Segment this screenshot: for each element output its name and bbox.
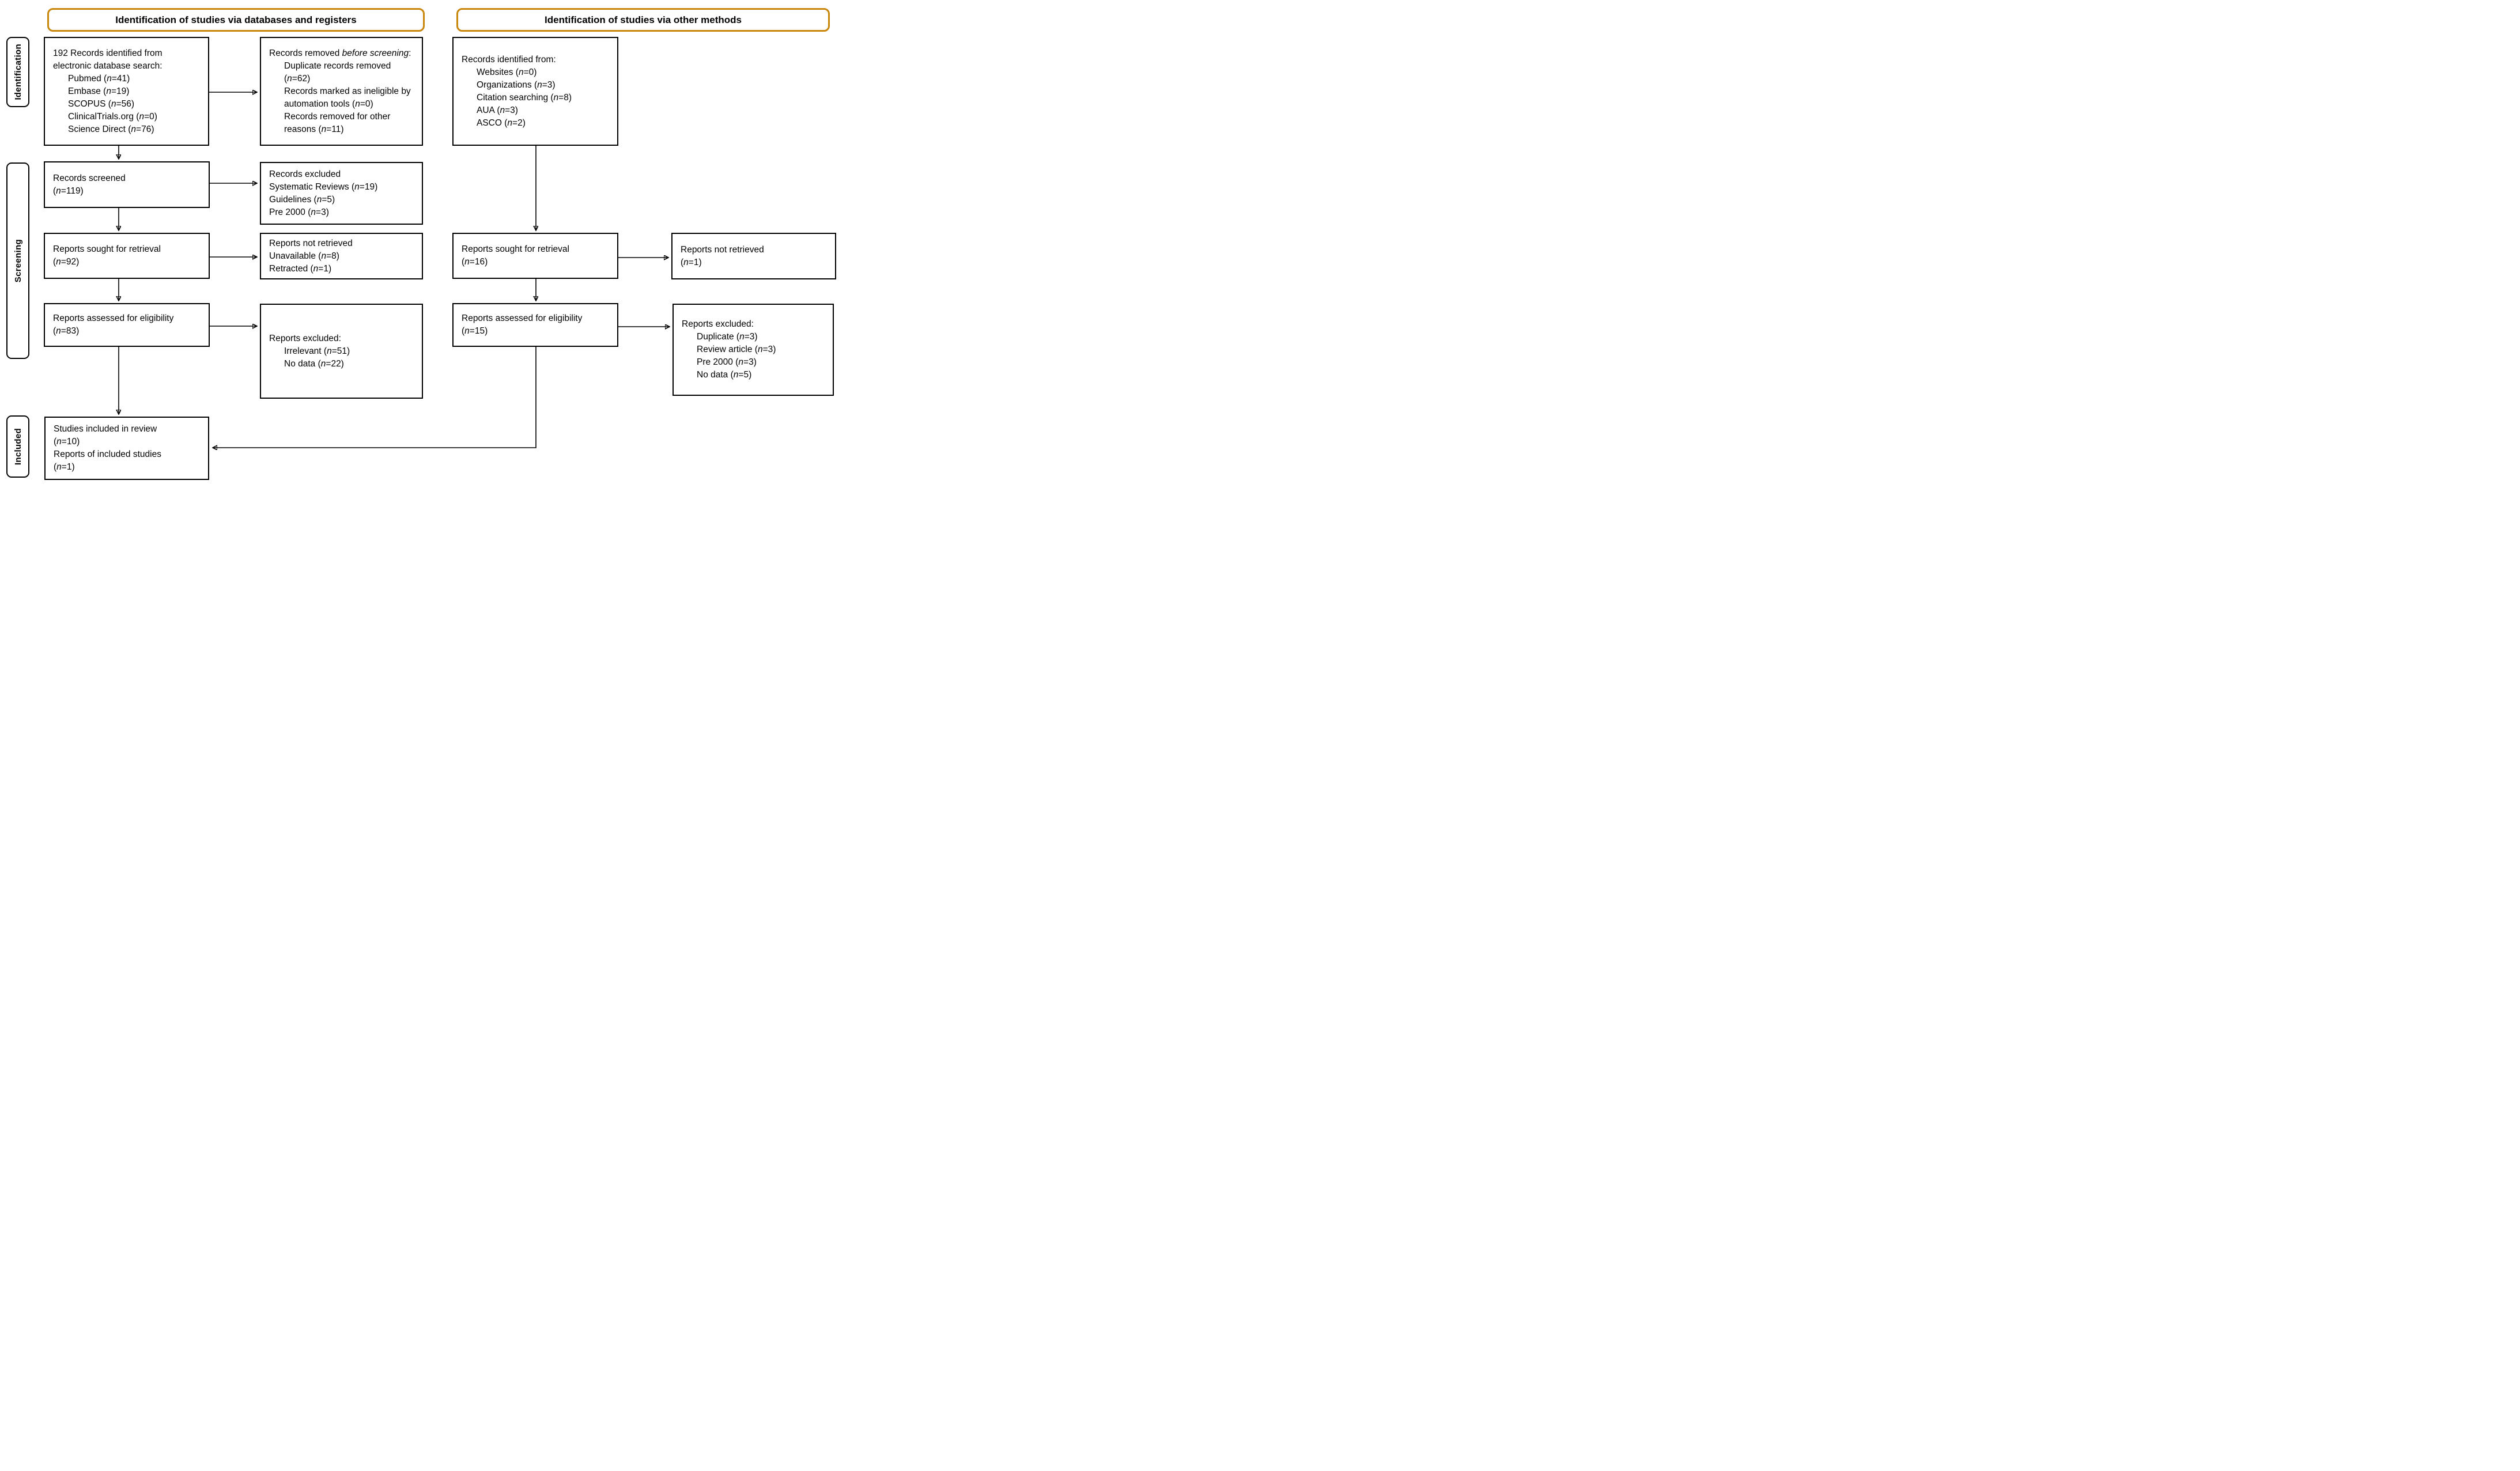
box-line: Records screened: [53, 173, 126, 183]
box-line: Embase (n=19): [68, 86, 130, 96]
box-reports-excluded-other: Reports excluded: Duplicate (n=3) Review a…: [672, 304, 834, 396]
box-line: Reports assessed for eligibility: [462, 313, 583, 323]
box-records-removed-before-screening: Records removed before screening: Duplica…: [260, 37, 423, 146]
box-line: ClinicalTrials.org (n=0): [68, 111, 157, 122]
box-reports-assessed-databases: Reports assessed for eligibility (n=83): [44, 303, 210, 347]
box-line: Reports excluded:: [269, 333, 341, 343]
box-line: Websites (n=0): [477, 67, 537, 77]
box-line: No data (n=22): [284, 358, 344, 369]
box-line: Studies included in review: [54, 424, 157, 434]
box-reports-assessed-other: Reports assessed for eligibility (n=15): [452, 303, 618, 347]
box-studies-included: Studies included in review (n=10) Reports …: [44, 417, 209, 480]
box-line: (n=1): [54, 462, 75, 472]
box-line: (n=10): [54, 437, 80, 447]
box-line: (n=16): [462, 257, 488, 267]
box-line: Reports of included studies: [54, 449, 161, 459]
box-line: (n=1): [681, 257, 702, 267]
box-line: Reports not retrieved: [681, 244, 764, 255]
box-line: Review article (n=3): [697, 345, 776, 354]
box-line: Duplicate (n=3): [697, 332, 758, 342]
box-line: 192 Records identified from: [53, 48, 163, 58]
box-line: (n=119): [53, 186, 84, 196]
box-line: Duplicate records removed (n=62): [284, 60, 391, 84]
box-line: Records marked as ineligible by automati…: [284, 86, 411, 109]
box-line: Pre 2000 (n=3): [697, 357, 757, 367]
box-line: electronic database search:: [53, 60, 163, 71]
stage-label-identification: Identification: [6, 37, 29, 107]
stage-label-screening: Screening: [6, 162, 29, 359]
box-line: Pre 2000 (n=3): [269, 207, 329, 217]
box-line: Citation searching (n=8): [477, 92, 572, 103]
box-reports-sought-other: Reports sought for retrieval (n=16): [452, 233, 618, 279]
box-line: Unavailable (n=8): [269, 251, 339, 261]
header-databases-registers: Identification of studies via databases …: [47, 8, 425, 32]
box-line: Records removed for other reasons (n=11): [284, 111, 391, 134]
box-line: ASCO (n=2): [477, 118, 526, 128]
box-line: Reports not retrieved: [269, 238, 353, 248]
box-line: Reports excluded:: [682, 319, 754, 329]
box-reports-excluded-databases: Reports excluded: Irrelevant (n=51) No dat…: [260, 304, 423, 399]
box-line: Science Direct (n=76): [68, 124, 154, 134]
box-line: (n=92): [53, 257, 80, 267]
box-line: No data (n=5): [697, 370, 752, 380]
box-line: Reports sought for retrieval: [53, 244, 161, 254]
box-line: Systematic Reviews (n=19): [269, 181, 378, 192]
header-other-methods: Identification of studies via other meth…: [456, 8, 830, 32]
box-line: (n=15): [462, 326, 488, 336]
box-records-screened: Records screened (n=119): [44, 161, 210, 208]
box-line: Records excluded: [269, 169, 341, 179]
box-line: Organizations (n=3): [477, 80, 556, 90]
box-line: Retracted (n=1): [269, 263, 332, 274]
box-line: Guidelines (n=5): [269, 194, 335, 205]
box-records-identified-databases: 192 Records identified from electronic da…: [44, 37, 209, 146]
flow-arrows: [0, 0, 840, 490]
box-line: SCOPUS (n=56): [68, 99, 135, 109]
box-line: (n=83): [53, 326, 80, 336]
header-databases-registers-label: Identification of studies via databases …: [115, 14, 357, 25]
box-line: Records removed before screening:: [269, 48, 411, 58]
box-line: Records identified from:: [462, 54, 556, 65]
stage-label-included: Included: [6, 415, 29, 478]
box-reports-not-retrieved-other: Reports not retrieved (n=1): [671, 233, 836, 279]
box-line: Irrelevant (n=51): [284, 346, 350, 356]
box-line: Reports sought for retrieval: [462, 244, 569, 254]
arrow-reports-assessed-other-to-studies-included: [213, 347, 537, 448]
box-line: AUA (n=3): [477, 105, 518, 115]
prisma-flow-diagram: Identification of studies via databases …: [0, 0, 840, 490]
box-line: Reports assessed for eligibility: [53, 313, 174, 323]
box-line: Pubmed (n=41): [68, 73, 130, 84]
box-records-identified-other: Records identified from: Websites (n=0) Or…: [452, 37, 618, 146]
header-other-methods-label: Identification of studies via other meth…: [545, 14, 742, 25]
box-reports-sought-databases: Reports sought for retrieval (n=92): [44, 233, 210, 279]
